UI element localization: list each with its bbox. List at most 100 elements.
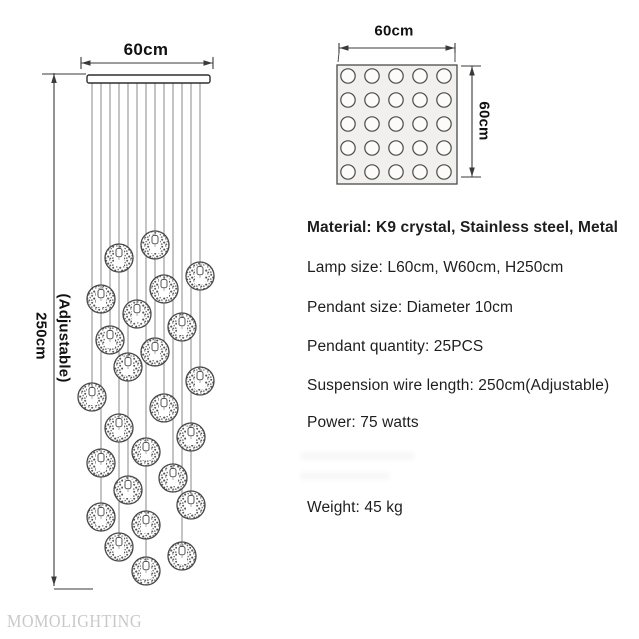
dimension-arrowhead [469,167,475,177]
crystal-pendant-ball [104,413,134,443]
pendant-bulb [142,561,150,571]
front-height-adjustable-label: (Adjustable) [55,293,73,383]
topview-pendant-circle [436,164,452,180]
brand-watermark: MOMOLIGHTING [7,611,142,631]
topview-pendant-circle [364,68,380,84]
pendant-bulb [160,398,168,408]
spec-line: Material: K9 crystal, Stainless steel, M… [307,219,619,236]
pendant-bulb [142,515,150,525]
crystal-pendant-ball [158,463,188,493]
front-height-dimension-label: 250cm [32,312,50,360]
crystal-pendant-ball [185,366,215,396]
topview-pendant-circle [388,140,404,156]
pendant-bulb [151,342,159,352]
pendant-bulb [97,289,105,299]
topview-pendant-circle [340,116,356,132]
pendant-bulb [187,427,195,437]
crystal-pendant-ball [86,284,116,314]
ghost-artifact [300,452,415,460]
topview-height-dimension [461,65,481,178]
ghost-artifact [300,472,390,480]
topview-pendant-circle [364,116,380,132]
top-view-drawing [336,43,481,185]
pendant-bulb [187,495,195,505]
dimension-arrowhead [445,45,455,51]
crystal-pendant-ball [104,532,134,562]
dimension-arrowhead [51,74,57,83]
crystal-pendant-ball [95,325,125,355]
pendant-bulb [106,330,114,340]
pendant-bulb [196,266,204,276]
pendant-bulb [124,357,132,367]
crystal-pendant-ball [86,448,116,478]
topview-pendant-circle [436,68,452,84]
topview-pendant-circle [340,164,356,180]
topview-pendant-circle [364,164,380,180]
crystal-pendant-ball [167,541,197,571]
pendant-bulb [142,442,150,452]
front-width-dimension-label: 60cm [123,40,169,59]
pendant-bulb [160,279,168,289]
crystal-pendant-ball [176,490,206,520]
topview-pendant-circle [412,92,428,108]
crystal-pendant-ball [131,510,161,540]
crystal-pendant-ball [149,274,179,304]
crystal-pendant-ball [113,352,143,382]
topview-pendant-circle [412,116,428,132]
pendant-bulb [97,507,105,517]
topview-pendant-circle [340,140,356,156]
dimension-arrowhead [51,576,57,586]
crystal-pendant-ball [140,230,170,260]
pendant-bulb [97,453,105,463]
pendant-bulb [133,304,141,314]
pendant-bulb [196,371,204,381]
topview-pendant-circle [340,68,356,84]
pendant-bulb [88,387,96,397]
crystal-pendant-ball [176,422,206,452]
spec-list: Material: K9 crystal, Stainless steel, M… [307,0,637,639]
dimension-arrowhead [81,60,91,66]
dimension-arrowhead [469,66,475,76]
front-view-drawing [42,57,215,590]
pendant-bulb [115,248,123,258]
crystal-pendant-ball [122,299,152,329]
topview-pendant-circle [412,68,428,84]
front-height-dimension [42,73,93,590]
crystal-pendant-ball [77,382,107,412]
topview-pendant-circle [388,68,404,84]
topview-width-dimension-label: 60cm [374,22,414,40]
pendant-bulb [178,546,186,556]
pendant-bulb [178,317,186,327]
pendant-bulb [115,418,123,428]
dimension-arrowhead [339,45,349,51]
crystal-pendant-ball [149,393,179,423]
topview-pendant-circle [436,116,452,132]
pendant-bulb [115,537,123,547]
topview-width-dimension [337,43,456,63]
crystal-pendant-ball [185,261,215,291]
spec-line: Suspension wire length: 250cm(Adjustable… [307,377,610,394]
spec-line: Lamp size: L60cm, W60cm, H250cm [307,259,564,276]
topview-pendant-circle [436,92,452,108]
crystal-pendant-ball [140,337,170,367]
topview-pendant-circle [364,92,380,108]
crystal-pendant-ball [113,475,143,505]
pendant-bulb [124,480,132,490]
dimension-arrowhead [203,60,213,66]
topview-pendant-circle [412,164,428,180]
front-width-dimension [80,57,214,69]
crystal-pendant-ball [131,556,161,586]
crystal-pendant-ball [167,312,197,342]
ceiling-plate [86,74,211,84]
topview-pendant-circle [388,164,404,180]
spec-line: Pendant quantity: 25PCS [307,338,484,355]
topview-pendant-circle [412,140,428,156]
pendant-bulb [169,468,177,478]
spec-line: Pendant size: Diameter 10cm [307,299,514,316]
crystal-pendant-ball [131,437,161,467]
topview-pendant-circle [436,140,452,156]
pendant-bulb [151,235,159,245]
topview-pendant-circle [364,140,380,156]
